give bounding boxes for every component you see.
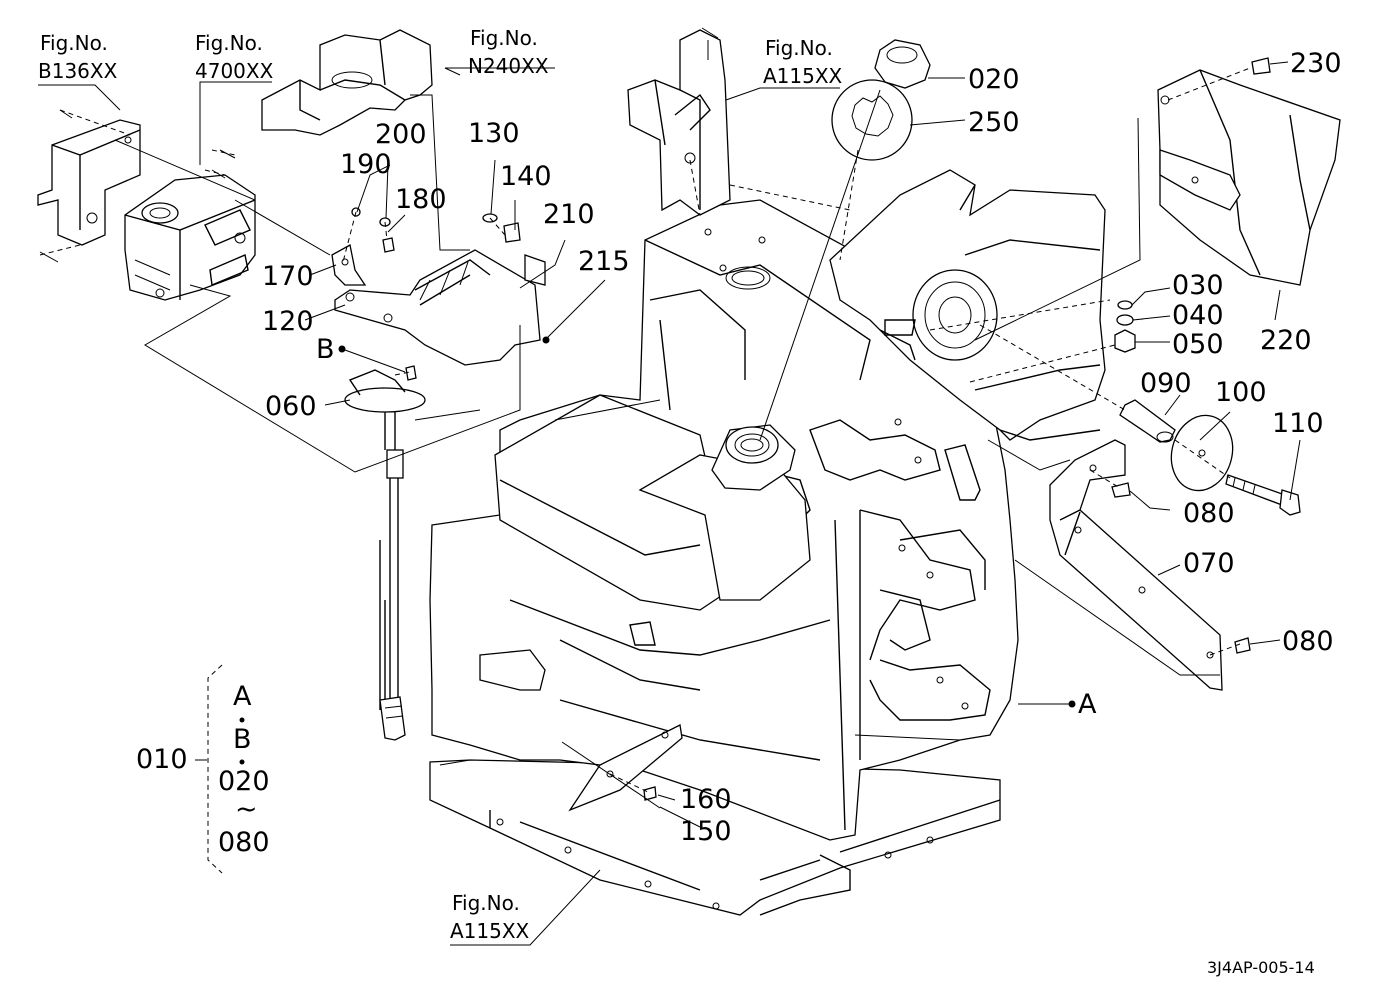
small-fasteners	[351, 57, 1271, 801]
kit-010-line-080: 080	[218, 827, 270, 858]
top-bracket	[627, 27, 731, 216]
callout-215: 215	[578, 246, 630, 277]
fastener-stack	[1114, 300, 1136, 353]
callout-200: 200	[375, 119, 427, 150]
kit-bracket	[207, 664, 223, 874]
kit-010-line-020: 020	[218, 766, 270, 797]
fig-ref-4700-label: Fig.No.	[195, 31, 263, 55]
fuel-gauge-sender	[344, 369, 426, 741]
bracket-070	[1049, 439, 1223, 691]
fig-ref-b136-code: B136XX	[38, 59, 118, 83]
fig-ref-a115-bottom-label: Fig.No.	[452, 891, 520, 915]
fig-ref-b136-label: Fig.No.	[40, 31, 108, 55]
fig-ref-a115-top-label: Fig.No.	[765, 36, 833, 60]
fuel-tank	[429, 199, 1019, 841]
fig-ref-a115-top-code: A115XX	[763, 64, 843, 88]
component-4700	[124, 174, 256, 301]
callout-050: 050	[1172, 329, 1224, 360]
callout-020: 020	[968, 64, 1020, 95]
marker-a: A	[1078, 689, 1097, 720]
reference-lines	[114, 89, 1220, 766]
kit-010-line-b: B	[233, 724, 252, 755]
callout-060: 060	[265, 391, 317, 422]
callout-leaders	[38, 61, 1301, 946]
callout-130: 130	[468, 118, 520, 149]
callout-010: 010	[136, 744, 188, 775]
bolt-110	[1225, 474, 1301, 516]
kit-010-tilde: ~	[235, 794, 258, 825]
callout-170: 170	[262, 261, 314, 292]
callout-180: 180	[395, 184, 447, 215]
callout-150: 150	[680, 816, 732, 847]
fig-ref-4700-code: 4700XX	[195, 59, 274, 83]
callout-250: 250	[968, 107, 1020, 138]
callout-110: 110	[1272, 408, 1324, 439]
callout-210: 210	[543, 199, 595, 230]
cover-220	[1157, 69, 1341, 286]
bracket-n240	[261, 29, 433, 136]
callout-070: 070	[1183, 548, 1235, 579]
callout-190: 190	[340, 149, 392, 180]
callout-080-lower: 080	[1282, 626, 1334, 657]
marker-b-dot	[338, 345, 346, 353]
plate-100	[1170, 414, 1234, 492]
bracket-120	[331, 243, 546, 366]
callout-220: 220	[1260, 325, 1312, 356]
kit-010-dot-1	[239, 717, 245, 723]
callout-100: 100	[1215, 377, 1267, 408]
drawing-code: 3J4AP-005-14	[1207, 958, 1315, 977]
callout-160: 160	[680, 784, 732, 815]
kit-010-dot-2	[239, 759, 245, 765]
tank-rear-lobe	[829, 169, 1106, 441]
bracket-b136	[37, 109, 236, 263]
fig-ref-n240-code: N240XX	[468, 54, 549, 78]
plate-150	[568, 724, 683, 812]
callout-040: 040	[1172, 300, 1224, 331]
fig-ref-a115-bottom-code: A115XX	[450, 919, 530, 943]
marker-a-dot	[1068, 700, 1076, 708]
kit-010-line-a: A	[233, 681, 252, 712]
marker-b: B	[316, 334, 335, 365]
spacer-090	[1119, 399, 1176, 443]
gasket	[831, 79, 913, 161]
assembly-dashed-lines	[39, 67, 1251, 793]
callout-030: 030	[1172, 270, 1224, 301]
callout-080-upper: 080	[1183, 498, 1235, 529]
fig-ref-n240-label: Fig.No.	[470, 26, 538, 50]
callout-230: 230	[1290, 48, 1342, 79]
callout-140: 140	[500, 161, 552, 192]
callout-090: 090	[1140, 368, 1192, 399]
callout-120: 120	[262, 306, 314, 337]
